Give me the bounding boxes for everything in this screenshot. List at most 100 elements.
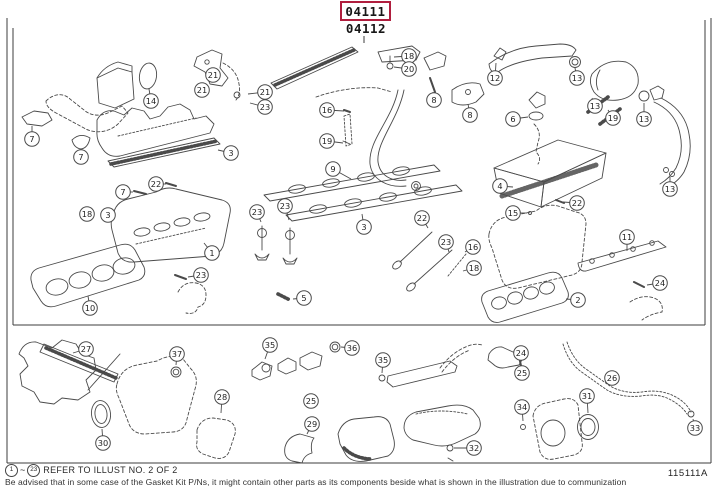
cylinder-head-hidden [488, 204, 587, 289]
callout-13: 13 [636, 111, 652, 127]
callout-range-end: 23 [27, 463, 41, 477]
callout-28: 28 [214, 389, 230, 405]
port [344, 198, 362, 208]
svg-text:4: 4 [497, 181, 502, 191]
bolt-hole [465, 89, 471, 95]
callout-26: 26 [604, 370, 620, 386]
svg-text:31: 31 [582, 391, 592, 401]
port [173, 217, 191, 227]
small-gasket [71, 135, 91, 150]
callout-25: 25 [303, 393, 319, 409]
part-number-secondary[interactable]: 04112 [345, 21, 387, 36]
part-number-primary: 04111 [345, 3, 386, 19]
callout-22: 22 [148, 176, 164, 192]
callout-3: 3 [356, 219, 372, 235]
valve-stem [447, 253, 467, 277]
callout-36: 36 [344, 340, 360, 356]
svg-text:33: 33 [690, 423, 700, 433]
bolt [555, 199, 565, 204]
svg-text:14: 14 [146, 96, 156, 106]
svg-text:2: 2 [575, 295, 580, 305]
bore [45, 278, 69, 296]
intake-gasket-strip [263, 164, 441, 202]
valve-spring [257, 228, 267, 238]
hose-end-ring [411, 181, 421, 191]
port [288, 184, 306, 194]
injector [386, 62, 394, 70]
seal-ring [170, 366, 182, 378]
valve-head [392, 260, 402, 270]
svg-text:23: 23 [280, 201, 290, 211]
callout-35: 35 [375, 352, 391, 368]
callout-22: 22 [414, 210, 430, 226]
hose [439, 343, 483, 369]
gasket-strip-hatch [44, 346, 118, 380]
rear-main-seal [580, 418, 596, 436]
dipstick-tube [562, 343, 688, 415]
port [414, 186, 432, 196]
valve-stem [399, 231, 433, 263]
big-hose [653, 101, 682, 185]
gasket-ring [571, 58, 579, 66]
bracket [343, 113, 353, 147]
pipe-fitting [233, 91, 241, 99]
front-cover [337, 416, 395, 462]
svg-text:3: 3 [361, 222, 366, 232]
callout-21: 21 [257, 84, 273, 100]
svg-text:19: 19 [322, 136, 332, 146]
bore [68, 271, 92, 289]
small-gasket [21, 110, 53, 127]
port [322, 178, 340, 188]
turbo-body [589, 60, 639, 101]
callout-8: 8 [462, 107, 478, 123]
svg-text:26: 26 [607, 373, 617, 383]
callout-30: 30 [95, 435, 111, 451]
callout-12: 12 [487, 70, 503, 86]
dipstick-tube [566, 341, 692, 413]
callout-24: 24 [513, 345, 529, 361]
grommet [446, 444, 454, 452]
top-bracket [193, 49, 229, 87]
callout-27: 27 [78, 341, 94, 357]
svg-text:23: 23 [252, 207, 262, 217]
water-pipe [488, 43, 577, 73]
valve-spring [285, 230, 295, 240]
clamp [493, 47, 507, 61]
callout-9: 9 [325, 161, 341, 177]
oil-pump-hidden [115, 356, 197, 435]
valley-plate [386, 360, 458, 388]
part-number-box[interactable]: 04111 [340, 1, 391, 21]
port [379, 192, 397, 202]
small-gasket [277, 357, 297, 375]
rear-main-seal [577, 414, 599, 440]
dot [520, 424, 526, 430]
callout-29: 29 [304, 416, 320, 432]
range-separator: ~ [20, 465, 26, 475]
svg-text:19: 19 [608, 113, 618, 123]
callout-7: 7 [24, 131, 40, 147]
figure-code: 115111A [667, 468, 708, 479]
callout-33: 33 [687, 420, 703, 436]
grommet [663, 167, 669, 173]
head-detail [135, 227, 207, 245]
bolt-hole [649, 240, 655, 246]
callout-2: 2 [570, 292, 586, 308]
callout-13: 13 [662, 181, 678, 197]
footnote: 1 ~ 23 REFER TO ILLUST NO. 2 OF 2 [5, 463, 178, 477]
callout-16: 16 [319, 102, 335, 118]
svg-text:27: 27 [81, 344, 91, 354]
retainer-hidden [532, 398, 583, 460]
cylinder-head-left [110, 187, 231, 263]
callout-19: 19 [605, 110, 621, 126]
intake-gasket-strip [285, 184, 463, 222]
clamp [649, 85, 665, 101]
bore [491, 296, 507, 310]
cam-gasket-strip [577, 240, 667, 272]
callout-21: 21 [205, 67, 221, 83]
callout-3: 3 [223, 145, 239, 161]
svg-text:25: 25 [517, 368, 527, 378]
svg-text:21: 21 [197, 85, 207, 95]
oil-seal [90, 400, 112, 428]
rail-pipe [315, 87, 393, 98]
oil-seal [94, 404, 108, 424]
